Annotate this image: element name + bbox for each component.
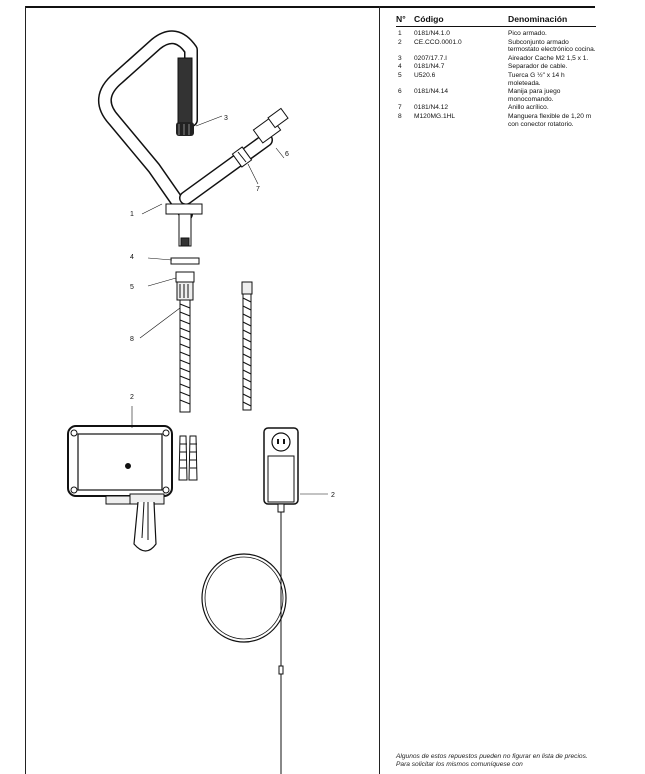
knurled-nut [175,271,195,301]
callout-2-adapter: 2 [331,492,335,499]
row-denomination: Aireador Cache M2 1,5 x 1. [508,54,589,62]
table-row: 1 0181/N4.1.0 Pico armado. [396,30,596,38]
thermostat-box [67,425,173,552]
row-num: 2 [398,38,402,46]
flex-hose-left-braid [179,303,191,405]
callout-2-box: 2 [130,394,134,401]
table-row: 3 0207/17.7.I Aireador Cache M2 1,5 x 1. [396,55,596,63]
row-code: CE.CCO.0001.0 [414,38,462,46]
row-denomination: Tuerca G ½" x 14 h moleteada. [508,71,565,87]
parts-table-header: N° Código Denominación [396,14,596,27]
power-adapter [201,427,299,774]
header-code: Código [414,14,444,24]
row-num: 4 [398,63,402,71]
wall-plugs [178,435,198,481]
callout-8: 8 [130,336,134,343]
row-code: 0181/N4.14 [414,88,449,96]
row-denomination: Subconjunto armado termostato electrónic… [508,38,596,54]
row-num: 5 [398,71,402,79]
table-row: 4 0181/N4.7 Separador de cable. [396,63,596,71]
exploded-parts-diagram: 1 3 4 5 8 2 6 7 2 [67,30,335,774]
row-denomination: Anillo acrílico. [508,104,549,112]
callout-4: 4 [130,254,134,261]
header-denomination: Denominación [508,14,568,24]
callout-1: 1 [130,211,134,218]
footnote: Algunos de estos repuestos pueden no fig… [396,753,588,768]
row-num: 1 [398,30,402,37]
row-denomination: Manija para juego monocomando. [508,88,561,103]
table-row: 6 0181/N4.14 Manija para juego monocoman… [396,88,596,103]
callout-6: 6 [285,151,289,158]
spout-base [165,203,203,247]
table-row: 7 0181/N4.12 Anillo acrílico. [396,104,596,112]
top-rule [25,6,595,8]
aerator [176,122,194,136]
row-code: 0181/N4.12 [414,104,449,112]
table-row: 5 U520.6 Tuerca G ½" x 14 h moleteada. [396,72,596,87]
row-denomination: Pico armado. [508,30,547,37]
handle [252,107,289,144]
callout-5: 5 [130,284,134,291]
spout-tip [177,57,193,125]
row-code: 0181/N4.1.0 [414,30,450,37]
header-num: N° [396,14,406,24]
table-row: 8 M120MG.1HL Manguera flexible de 1,20 m… [396,113,596,128]
spout-assembly [98,30,273,221]
spout-lever-arm-inner [180,134,272,204]
callout-3: 3 [224,115,228,122]
row-code: U520.6 [414,71,436,79]
acrylic-ring [231,146,253,168]
cable-separator [170,257,200,265]
row-denomination: Manguera flexible de 1,20 m con conector… [508,112,592,128]
row-code: M120MG.1HL [414,112,456,120]
leader-lines [131,115,328,495]
row-num: 6 [398,88,402,96]
parts-table-body: 1 0181/N4.1.0 Pico armado. 2 CE.CCO.0001… [396,27,596,128]
table-row: 2 CE.CCO.0001.0 Subconjunto armado termo… [396,39,596,54]
row-num: 7 [398,104,402,112]
row-code: 0181/N4.7 [414,63,445,71]
flex-hose-right [241,281,253,411]
spout-body-inner [99,31,197,220]
row-code: 0207/17.7.I [414,54,447,62]
row-num: 8 [398,112,402,120]
row-denomination: Separador de cable. [508,63,568,71]
parts-table: N° Código Denominación 1 0181/N4.1.0 Pic… [396,14,596,128]
row-num: 3 [398,54,402,62]
callout-7: 7 [256,186,260,193]
diagram-frame [25,6,380,774]
